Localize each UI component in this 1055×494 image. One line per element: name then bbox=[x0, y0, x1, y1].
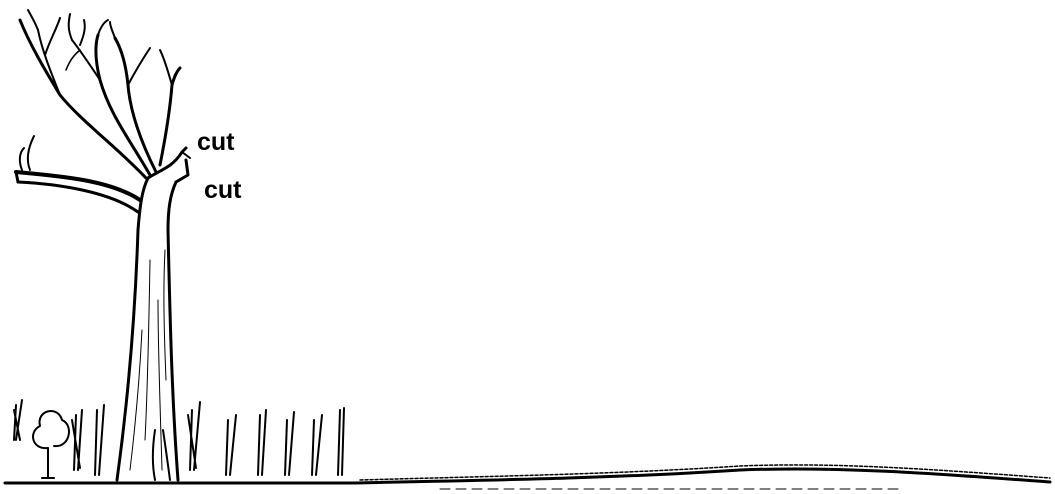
lower-cut-label: cut bbox=[204, 176, 242, 204]
crown-branches bbox=[18, 9, 182, 180]
left-branch bbox=[14, 135, 142, 214]
seedling bbox=[32, 410, 70, 479]
tree-trunk bbox=[115, 176, 180, 482]
upper-cut-label: cut bbox=[197, 128, 235, 156]
grass-shoots bbox=[13, 399, 345, 476]
cut-stubs bbox=[146, 146, 191, 184]
ground bbox=[3, 464, 1052, 490]
